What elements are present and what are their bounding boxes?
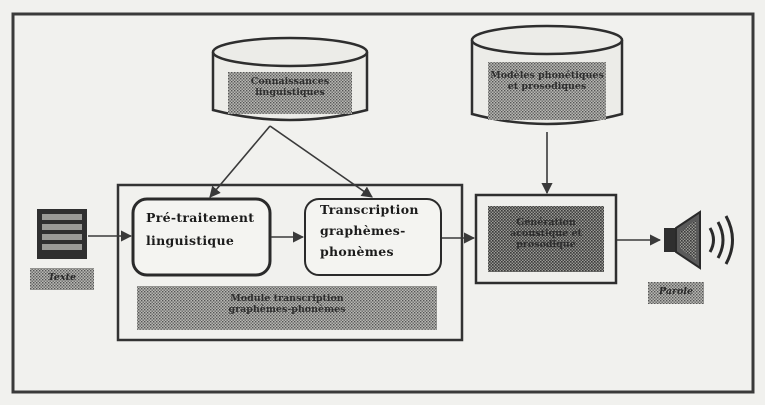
texte-label-shade: [30, 268, 94, 290]
bottom-module-label: Module transcription graphèmes-phonèmes: [228, 293, 346, 315]
parole-caption: Parole: [658, 286, 694, 297]
bottom-label-shade: [137, 286, 437, 330]
pretraitement-box: [131, 197, 272, 277]
generation-shade: [488, 206, 604, 272]
transcription-box: [304, 198, 442, 276]
text-document-icon: [37, 209, 87, 259]
texte-caption: Texte: [47, 272, 77, 283]
db-knowledge-cylinder: [211, 36, 369, 122]
parole-label-shade: [648, 282, 704, 304]
arrow-db-to-pretraitement: [209, 125, 271, 198]
pretraitement-label: Pré-traitement linguistique: [146, 210, 255, 248]
module-group-box: [116, 183, 464, 342]
db-models-cylinder: [470, 24, 624, 126]
transcription-label: Transcription graphèmes- phonèmes: [320, 202, 419, 259]
arrow-db-to-transcription: [269, 125, 373, 198]
db-models-label: Modèles phonétiques et prosodiques: [490, 70, 604, 92]
speaker-icon: [664, 210, 734, 270]
db-knowledge-label: Connaissances linguistiques: [250, 76, 330, 98]
outer-frame: [11, 12, 755, 394]
generation-label: Génération acoustique et prosodique: [510, 217, 582, 250]
